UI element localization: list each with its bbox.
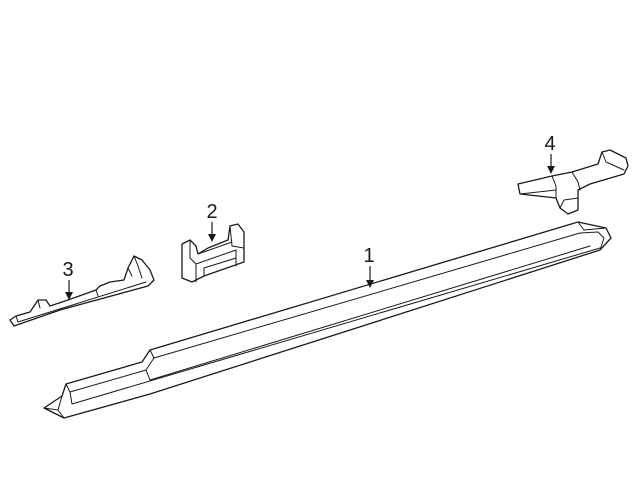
part-4-rear-bracket <box>517 149 629 215</box>
callout-label-3: 3 <box>62 259 73 281</box>
arrowhead-4 <box>547 166 555 174</box>
arrowhead-2 <box>208 234 216 242</box>
callout-2: 2 <box>206 201 218 242</box>
part-3-step-molding <box>9 255 155 327</box>
callout-4: 4 <box>544 133 556 174</box>
arrowhead-3 <box>65 292 73 300</box>
part-2-bracket <box>181 223 245 283</box>
callout-3: 3 <box>62 259 74 300</box>
callout-1: 1 <box>363 245 375 288</box>
callout-label-4: 4 <box>544 133 555 155</box>
arrowhead-1 <box>366 280 374 288</box>
callout-label-1: 1 <box>363 245 374 267</box>
part-1-rocker-molding <box>43 221 612 419</box>
callout-label-2: 2 <box>206 201 217 223</box>
